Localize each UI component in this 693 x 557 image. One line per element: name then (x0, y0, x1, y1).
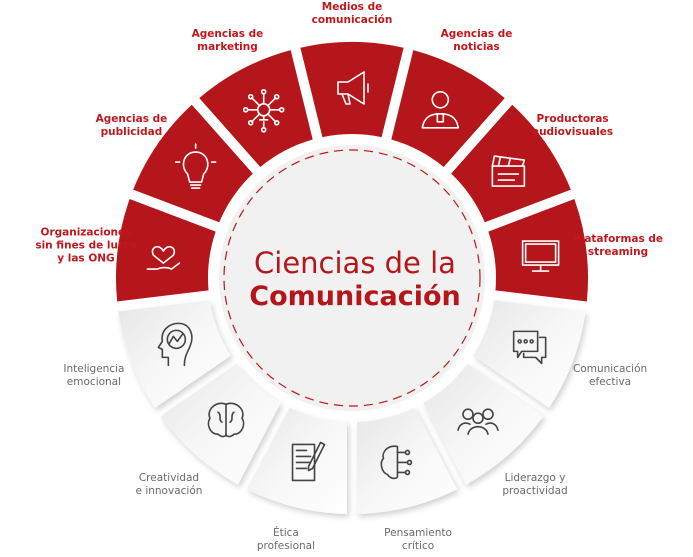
sector-label-line: crítico (401, 540, 435, 552)
sector-label-line: sin fines de lucro (35, 239, 137, 252)
sector-label-line: proactividad (502, 484, 568, 497)
sector-label-line: Pensamiento (384, 527, 452, 539)
sector-label-line: e innovación (135, 484, 203, 497)
sector-label-line: Agencias de (95, 112, 168, 125)
sector-label-line: publicidad (100, 125, 163, 138)
segment-heart-hand (116, 199, 216, 302)
title-line-1: Ciencias de la (254, 246, 456, 280)
segment-chat-bubbles (473, 300, 586, 408)
segment-head-growth (118, 300, 231, 408)
sector-label-line: Plataformas de (573, 232, 664, 245)
center-circle (219, 145, 485, 411)
sector-label-line: noticias (453, 40, 500, 53)
document-pen-icon (291, 441, 326, 482)
lightbulb-icon (174, 143, 217, 189)
news-anchor-icon (421, 90, 460, 129)
segment-team (423, 363, 544, 485)
sector-label-line: efectiva (589, 375, 632, 388)
megaphone-icon (337, 71, 369, 105)
sector-label-line: streaming (587, 245, 649, 258)
sector-label-line: y las ONG (57, 252, 115, 265)
sector-label-line: Inteligencia (63, 362, 125, 375)
segment-news-anchor (391, 50, 505, 167)
segment-brain-circuit (356, 407, 458, 514)
sector-label-line: Ética (272, 527, 299, 539)
sector-label-line: profesional (256, 540, 316, 552)
sector-label-line: Creatividad (138, 471, 200, 484)
sector-label-line: marketing (197, 40, 258, 53)
brain-icon (207, 402, 245, 438)
sector-label-line: comunicación (311, 14, 393, 26)
segment-brain (160, 363, 281, 485)
segment-megaphone (300, 41, 404, 138)
clapperboard-icon (491, 155, 526, 187)
sector-label-line: Agencias de (440, 27, 513, 40)
sector-label-line: Agencias de (191, 27, 264, 40)
sector-label-line: Comunicación (572, 362, 648, 375)
monitor-icon (521, 240, 560, 272)
sector-label-line: Medios de (321, 1, 383, 13)
network-bulb-icon (242, 88, 285, 133)
head-growth-icon (157, 322, 193, 367)
heart-hand-icon (146, 245, 181, 270)
brain-circuit-icon (380, 445, 413, 480)
segment-document-pen (246, 407, 347, 514)
center-dashed-ring (223, 149, 481, 407)
sector-label-line: Organizaciones (40, 226, 132, 239)
segment-clapperboard (451, 104, 571, 223)
center-title: Ciencias de la Comunicación (249, 246, 460, 314)
segment-network-bulb (199, 50, 313, 167)
sector-label-line: emocional (66, 375, 122, 388)
team-icon (457, 408, 499, 436)
title-line-2: Comunicación (249, 281, 461, 312)
sector-label-line: Productoras (536, 112, 609, 125)
sector-label-line: Liderazgo y (504, 471, 566, 484)
segment-lightbulb (133, 104, 253, 223)
segment-monitor (488, 199, 589, 302)
chat-bubbles-icon (512, 330, 547, 365)
sector-label-line: audiovisuales (531, 125, 614, 138)
